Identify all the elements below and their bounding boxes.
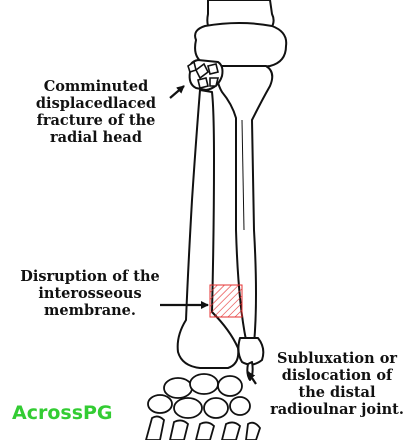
brand-watermark: AcrossPG xyxy=(12,402,113,424)
fracture-fragments xyxy=(187,60,220,89)
label-interosseous-line: membrane. xyxy=(44,302,136,319)
label-distal-radioulnar-line: Subluxation or xyxy=(276,350,398,367)
label-interosseous-line: Disruption of the xyxy=(20,268,160,285)
ulna-head xyxy=(237,337,265,366)
label-interosseous-line: interosseous xyxy=(38,285,142,302)
label-distal-radioulnar-line: the distal xyxy=(298,384,376,401)
label-radial-head-line: radial head xyxy=(50,129,142,146)
arrow-distal-joint xyxy=(247,371,257,385)
label-distal-radioulnar-line: dislocation of xyxy=(281,367,393,384)
label-distal-radioulnar: Subluxation or dislocation of the distal… xyxy=(262,350,412,418)
label-radial-head-line: displacedlaced xyxy=(35,95,157,112)
label-interosseous: Disruption of the interosseous membrane. xyxy=(10,268,170,319)
interosseous-hatch xyxy=(209,284,243,318)
label-radial-head: Comminuted displacedlaced fracture of th… xyxy=(22,78,170,146)
arrow-radial-head xyxy=(169,85,185,99)
carpal-bones xyxy=(145,373,262,440)
label-distal-radioulnar-line: radioulnar joint. xyxy=(270,401,404,418)
label-radial-head-line: fracture of the xyxy=(36,112,156,129)
label-radial-head-line: Comminuted xyxy=(43,78,149,95)
radius-shaft xyxy=(176,89,240,369)
